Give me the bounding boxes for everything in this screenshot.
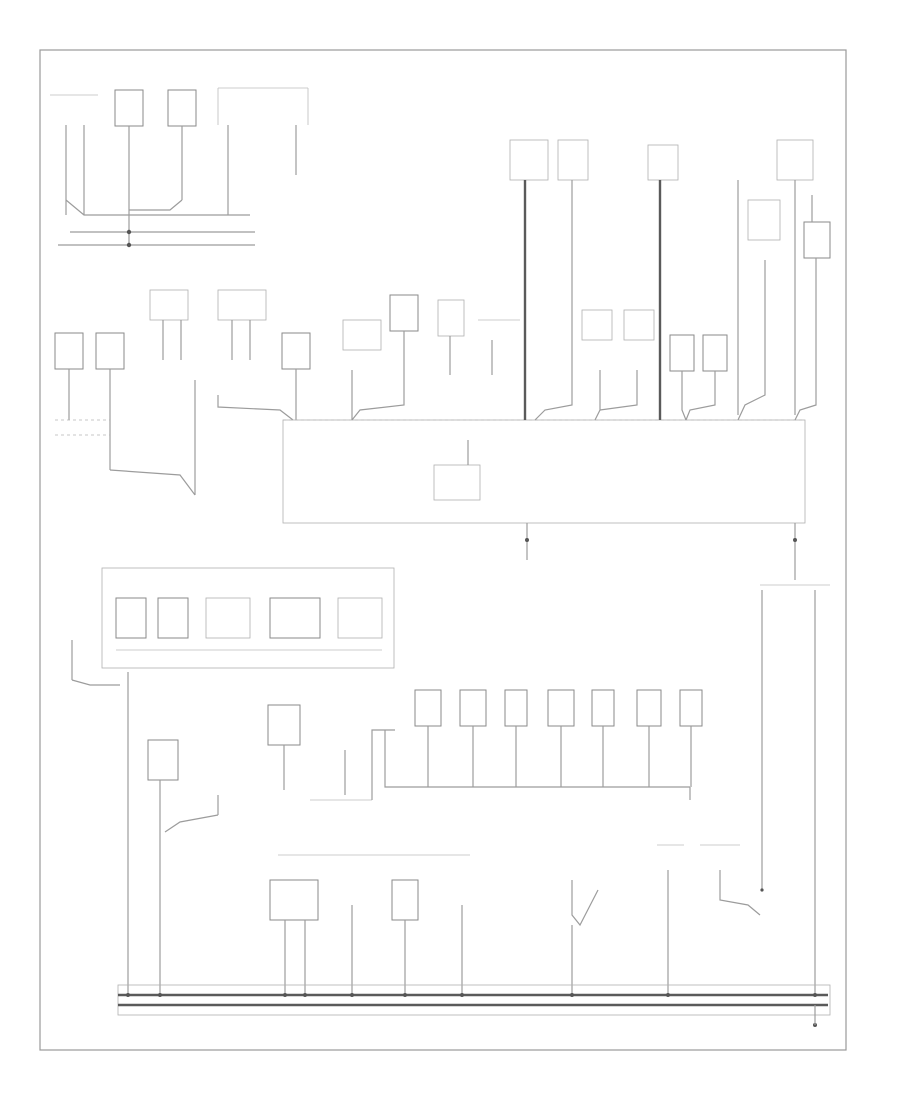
component-outline xyxy=(623,309,655,341)
module-component xyxy=(269,597,321,639)
middle-left-ground-group xyxy=(54,289,311,496)
component-outline xyxy=(581,309,613,341)
component-box xyxy=(54,332,84,370)
component-box xyxy=(269,879,319,921)
top-left-ground-group xyxy=(50,87,309,248)
inner-component xyxy=(433,464,481,501)
bus-outline xyxy=(117,984,831,1016)
component-outline xyxy=(149,289,189,321)
component-outline xyxy=(647,144,679,181)
module-component xyxy=(157,597,189,639)
component-box xyxy=(95,332,125,370)
module-outline xyxy=(101,567,395,669)
component-box xyxy=(636,689,662,727)
component-outline xyxy=(437,299,465,337)
component-box xyxy=(391,879,419,921)
component-box xyxy=(414,689,442,727)
component-box xyxy=(669,334,695,372)
top-right-ground-group xyxy=(342,139,831,421)
module-component xyxy=(115,597,147,639)
component-box xyxy=(114,89,144,127)
component-box xyxy=(547,689,575,727)
component-box xyxy=(679,689,703,727)
lower-middle-ground-group xyxy=(147,689,703,995)
diagram-frame xyxy=(39,49,847,1051)
component-box xyxy=(147,739,179,781)
component-outline xyxy=(342,319,382,351)
junction-outline xyxy=(282,419,806,524)
module-component xyxy=(205,597,251,639)
component-box xyxy=(803,221,831,259)
module-component xyxy=(337,597,383,639)
left-module-block xyxy=(71,567,395,995)
component-outline xyxy=(217,289,267,321)
right-ground-drops xyxy=(657,560,830,995)
component-outline xyxy=(557,139,589,181)
component-box xyxy=(167,89,197,127)
component-box xyxy=(504,689,528,727)
component-box xyxy=(459,689,487,727)
component-box xyxy=(591,689,615,727)
central-junction-block xyxy=(282,419,806,560)
component-box xyxy=(281,332,311,370)
component-outline xyxy=(509,139,549,181)
component-box xyxy=(267,704,301,746)
component-box xyxy=(702,334,728,372)
component-box xyxy=(389,294,419,332)
bottom-ground-group xyxy=(269,854,599,995)
component-outline xyxy=(747,199,781,241)
bottom-ground-bus xyxy=(117,984,831,1027)
component-outline xyxy=(776,139,814,181)
